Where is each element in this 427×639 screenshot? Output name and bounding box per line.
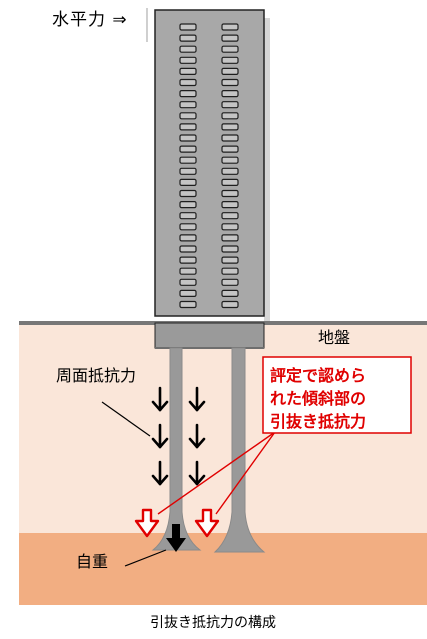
callout-text-line3: 引抜き抵抗力: [270, 412, 366, 431]
foundation: [154, 322, 265, 349]
building-window: [179, 223, 197, 231]
building-window: [221, 101, 239, 109]
self-weight-label: 自重: [76, 552, 108, 571]
building-window: [221, 134, 239, 142]
foundation-shadow: [155, 347, 264, 349]
building-window: [179, 67, 197, 76]
building-window: [179, 56, 197, 64]
skin-friction-arrow: [151, 460, 169, 486]
pile-right: [213, 347, 266, 553]
pile-left: [151, 347, 202, 551]
skin-friction-arrow: [151, 423, 169, 449]
building-window: [179, 112, 197, 120]
building-window: [221, 123, 239, 131]
building-window: [179, 278, 197, 286]
building-window: [179, 201, 197, 209]
building-window: [179, 34, 197, 42]
building-window: [221, 267, 239, 275]
building-window: [179, 123, 197, 131]
building-window: [221, 300, 239, 309]
building-shadow: [264, 18, 270, 321]
building-window: [179, 256, 197, 264]
skin-friction-arrows: [151, 386, 206, 486]
self-weight-leader: [124, 549, 167, 567]
callout-text-line2: れた傾斜部の: [270, 389, 366, 408]
building-window: [179, 101, 197, 109]
building-window: [179, 89, 197, 98]
building-window: [221, 34, 239, 42]
building-window: [179, 134, 197, 142]
building-window: [179, 156, 197, 164]
skin-friction-label: 周面抵抗力: [56, 366, 136, 385]
building-window: [179, 189, 197, 198]
building-window: [221, 112, 239, 120]
building-window: [179, 145, 197, 153]
building-window: [179, 267, 197, 275]
building-window: [221, 256, 239, 264]
caption: 引抜き抵抗力の構成: [150, 615, 276, 631]
building-window: [179, 45, 197, 53]
building-window: [221, 167, 239, 175]
building-window: [179, 300, 197, 309]
building-window: [221, 223, 239, 231]
building-windows: [179, 23, 239, 309]
building-window: [221, 145, 239, 153]
building-window: [221, 45, 239, 53]
callout-leader-left: [157, 431, 276, 515]
building-window: [221, 278, 239, 286]
building-window: [179, 178, 197, 186]
building-window: [179, 212, 197, 220]
building-window: [221, 201, 239, 209]
building-window: [179, 234, 197, 242]
callout-box: [262, 356, 412, 434]
building-window: [179, 289, 197, 297]
skin-friction-arrow: [151, 386, 169, 412]
building-window: [221, 56, 239, 64]
slope-resistance-arrow-right: [194, 508, 220, 538]
building-window: [221, 189, 239, 198]
building-window: [221, 212, 239, 220]
skin-friction-arrow: [188, 423, 206, 449]
self-weight-arrow: [166, 524, 186, 552]
slope-resistance-arrow-left: [134, 508, 160, 538]
building-window: [221, 178, 239, 186]
building-window: [221, 245, 239, 253]
horizontal-force-label: 水平力 ⇒: [52, 10, 128, 30]
building-window: [179, 78, 197, 87]
building-window: [179, 245, 197, 253]
skin-friction-arrow: [188, 460, 206, 486]
building-window: [221, 89, 239, 98]
building-window: [179, 23, 197, 31]
building-window: [179, 167, 197, 175]
skin-friction-leader: [101, 401, 151, 437]
building-window: [221, 234, 239, 242]
building-window: [221, 156, 239, 164]
callout-leader-right: [215, 431, 276, 515]
building-window: [221, 67, 239, 76]
callout-text-line1: 評定で認めら: [270, 366, 366, 385]
building: [154, 9, 265, 317]
skin-friction-arrow: [188, 386, 206, 412]
ground-label: 地盤: [318, 328, 350, 347]
building-window: [221, 23, 239, 31]
building-window: [221, 289, 239, 297]
building-window: [221, 78, 239, 87]
